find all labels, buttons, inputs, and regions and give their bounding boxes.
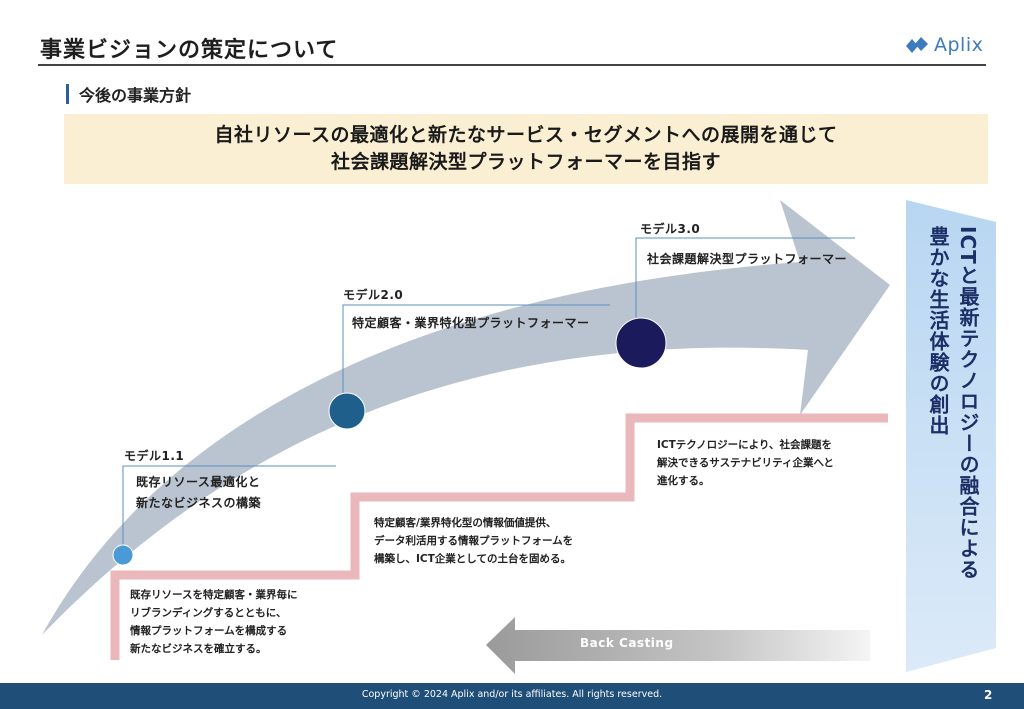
banner-line-1: 自社リソースの最適化と新たなサービス・セグメントへの展開を通じて [214,124,838,146]
goal-text: ICTと最新テクノロジーの融合による 豊かな生活体験の創出 [922,226,984,626]
step-2-line-2: データ利活用する情報プラットフォームを [374,535,574,547]
vision-banner: 自社リソースの最適化と新たなサービス・セグメントへの展開を通じて 社会課題解決型… [64,114,988,184]
model-callout-lines [122,237,855,545]
step-2-line-1: 特定顧客/業界特化型の情報価値提供、 [374,517,557,529]
backcasting-arrow [486,617,870,674]
model-1-desc-line-2: 新たなビジネスの構築 [136,496,262,510]
step-1-line-3: 情報プラットフォームを構成する [130,625,288,637]
model-2-desc-line-1: 特定顧客・業界特化型プラットフォーマー [352,316,590,330]
model-3-label: モデル3.0 [640,222,701,236]
model-2-desc: 特定顧客・業界特化型プラットフォーマー [352,313,590,334]
section-label: 今後の事業方針 [79,86,192,105]
growth-arrow [42,200,890,635]
step-2-desc: 特定顧客/業界特化型の情報価値提供、 データ利活用する情報プラットフォームを 構… [374,514,573,568]
model-2-label: モデル2.0 [343,288,404,302]
page-number: 2 [984,688,993,702]
step-3-line-3: 進化する。 [657,475,710,487]
banner-line-2: 社会課題解決型プラットフォーマーを目指す [330,151,721,173]
step-3-line-2: 解決できるサステナビリティ企業へと [657,457,834,469]
step-2-line-3: 構築し、ICT企業としての土台を固める。 [374,553,571,565]
model-3-desc-line-1: 社会課題解決型プラットフォーマー [647,252,848,266]
goal-text-col-1: ICTと最新テクノロジーの融合による [956,226,980,580]
step-1-line-4: 新たなビジネスを確立する。 [130,643,267,655]
footer-bar: Copyright © 2024 Aplix and/or its affili… [0,683,1024,709]
model-1-desc: 既存リソース最適化と 新たなビジネスの構築 [136,472,261,514]
step-1-line-2: リブランディングするとともに、 [130,607,287,619]
step-1-desc: 既存リソースを特定顧客・業界毎に リブランディングするとともに、 情報プラットフ… [130,586,297,658]
logo-text: Aplix [934,34,984,56]
model-3-desc: 社会課題解決型プラットフォーマー [647,249,847,270]
section-heading: 今後の事業方針 [66,82,191,106]
copyright-text: Copyright © 2024 Aplix and/or its affili… [361,689,663,700]
model-1-dot [112,544,134,566]
goal-panel [906,200,996,672]
model-1-desc-line-1: 既存リソース最適化と [136,475,261,489]
aplix-logo-icon [906,37,928,53]
section-bar [66,84,69,104]
step-3-line-1: ICTテクノロジーにより、社会課題を [657,439,833,451]
step-3-desc: ICTテクノロジーにより、社会課題を 解決できるサステナビリティ企業へと 進化す… [657,436,834,490]
page-title: 事業ビジョンの策定について [40,38,339,63]
stair-steps [110,413,888,660]
backcasting-label: Back Casting [580,636,674,650]
model-3-dot [615,317,667,369]
goal-text-col-2: 豊かな生活体験の創出 [926,226,950,436]
model-2-dot [328,392,366,430]
company-logo: Aplix [906,34,983,56]
title-divider [38,64,986,66]
model-1-label: モデル1.1 [124,449,185,463]
step-1-line-1: 既存リソースを特定顧客・業界毎に [130,589,298,601]
